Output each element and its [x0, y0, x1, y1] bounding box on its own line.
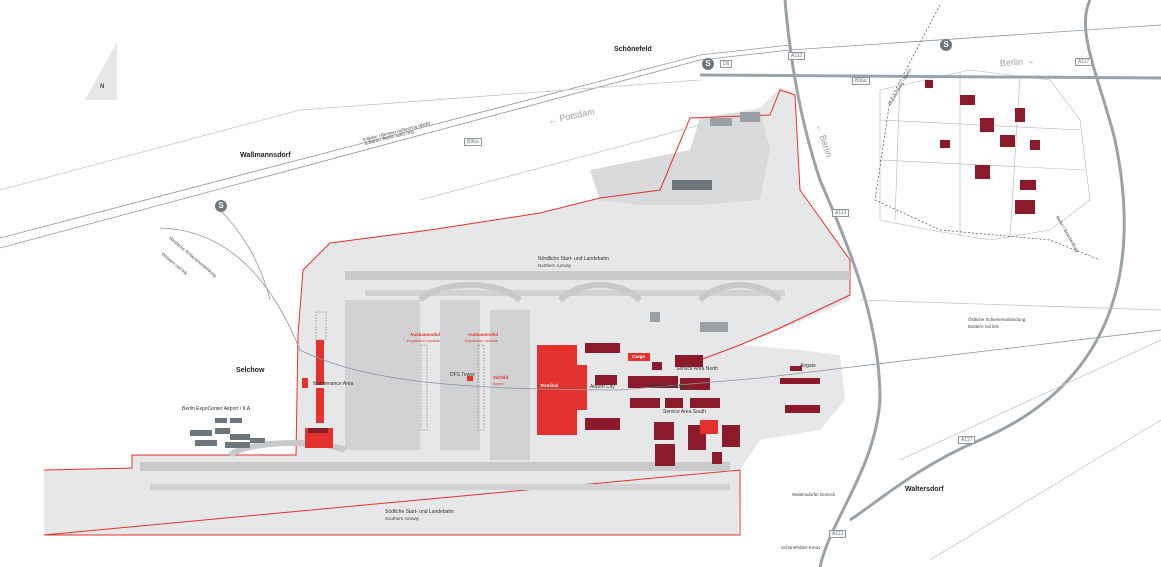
north-arrow-label: N	[100, 84, 105, 90]
east-building-2	[700, 322, 728, 332]
east-rail-de: Östliche Schienenanbindung	[968, 317, 1026, 322]
secondary-roads	[0, 79, 1161, 561]
cargo-building	[628, 353, 650, 361]
expansion-module-1	[420, 344, 428, 431]
expansion-module-2	[477, 344, 485, 431]
southern-runway-en: Southern runway	[385, 516, 420, 521]
cargo-label: Cargo	[632, 354, 646, 359]
place-wassmannsdorf: Waßmannsdorf	[240, 152, 291, 159]
place-selchow: Selchow	[236, 367, 265, 374]
midfield-label: Midfield Gardens	[650, 384, 688, 390]
service-north-2	[675, 355, 703, 367]
airport-city-1	[585, 343, 620, 353]
s-bahn-badge-wassmannsdorf: S	[215, 200, 227, 212]
dfs-tower	[467, 376, 473, 381]
service-south-1	[630, 398, 660, 408]
airport-city-3	[585, 418, 620, 430]
expansion-2-de: Ausbaumodul	[468, 332, 498, 337]
road-a113-bottom: A113	[829, 530, 847, 538]
road-a113-top: A113	[788, 52, 806, 60]
motorways	[699, 0, 1161, 567]
waltersdorf-junction: Waltersdorfer Dreieck	[792, 492, 836, 497]
vorfeld-label-de: Vorfeld	[493, 375, 509, 380]
airgate-3	[790, 366, 802, 371]
road-a113-mid: A113	[832, 209, 850, 217]
north-hangar	[672, 180, 712, 190]
service-north-1	[652, 362, 662, 370]
expansion-2-en: Expansion module	[465, 338, 498, 343]
midfield-2	[680, 378, 710, 390]
terminal-label: Terminal	[540, 383, 559, 388]
airgate-1	[780, 378, 820, 384]
terminal-main	[540, 370, 562, 395]
service-south-label: Service Area South	[663, 409, 706, 415]
rail-lines	[0, 24, 1161, 391]
berlin-boundary	[874, 4, 1101, 261]
service-south-3	[690, 398, 720, 408]
maintenance-area-label: Maintenance Area	[313, 381, 354, 387]
place-waltersdorf: Waltersdorf	[905, 486, 944, 493]
expansion-module-3	[315, 311, 327, 341]
airport-city-label: Airport City	[590, 384, 615, 390]
expo-label: Berlin ExpoCenter Airport / ILA	[182, 406, 251, 412]
service-south-2	[665, 398, 683, 408]
dfs-tower-label: DFS Tower	[450, 372, 475, 378]
east-building-1	[650, 312, 660, 322]
northern-runway	[345, 271, 850, 280]
north-building-1	[710, 118, 732, 126]
s-bahn-badge-schoenefeld: S	[702, 58, 714, 70]
road-a117-top: A117	[1075, 58, 1093, 66]
road-a117-bottom: A117	[958, 436, 976, 444]
terminal-apron	[490, 310, 530, 460]
northern-runway-de: Nördliche Start- und Landebahn	[538, 256, 609, 262]
midfield-1	[628, 376, 678, 388]
maintenance-building-3	[302, 378, 308, 388]
maintenance-building-2	[316, 388, 324, 423]
airgate-label: Airgate	[800, 363, 816, 369]
maintenance-building-1	[316, 340, 324, 385]
west-apron	[345, 300, 420, 450]
road-b96a-top: B96a	[852, 77, 870, 85]
southern-taxiway	[150, 484, 730, 490]
mid-apron	[440, 300, 480, 450]
taxiway-curves	[228, 282, 783, 458]
berlin-district-buildings	[925, 80, 1040, 214]
north-building-2	[740, 112, 760, 122]
south-block-1	[654, 422, 674, 440]
road-d8: D8	[720, 60, 733, 68]
expansion-1-en: Expansion module	[407, 338, 440, 343]
south-block-6	[712, 452, 722, 464]
south-block-5	[722, 425, 740, 447]
south-block-4	[700, 420, 718, 434]
southern-runway	[140, 462, 730, 471]
terminal-gates	[563, 365, 587, 410]
maintenance-building-5	[308, 428, 328, 433]
north-arrow-icon	[85, 42, 117, 100]
expansion-1-de: Ausbaumodul	[410, 332, 440, 337]
schoenefeld-junction: Schönefelder Kreuz	[781, 545, 821, 550]
vorfeld-label-en: Apron	[493, 381, 504, 386]
north-apron	[590, 110, 770, 205]
service-north-label: Service Area North	[676, 366, 718, 372]
south-block-2	[655, 444, 675, 466]
airgate-2	[785, 405, 820, 413]
airport-boundary	[43, 89, 851, 536]
southern-runway-de: Südliche Start- und Landebahn	[385, 509, 454, 515]
place-schoenefeld: Schönefeld	[614, 46, 652, 53]
s-bahn-badge-east: S	[940, 39, 952, 51]
east-rail-en: Eastern rail link	[968, 324, 999, 329]
northern-runway-en: Northern runway	[538, 263, 572, 268]
road-b96a-left: B96a	[464, 138, 482, 146]
expocenter-buildings	[190, 418, 265, 448]
airport-city-2	[595, 375, 617, 385]
